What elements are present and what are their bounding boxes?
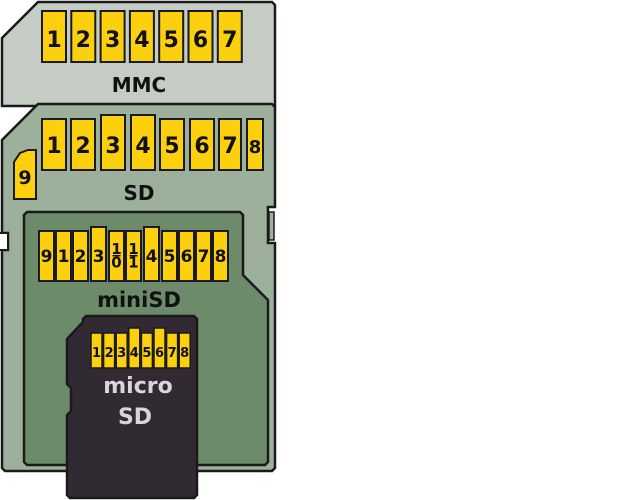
sd-pin-3: [100, 114, 126, 171]
mmc-pin-label: 4: [134, 28, 149, 53]
minisd-pin-label: 8: [215, 247, 227, 267]
sd-pin-2: [70, 118, 96, 171]
sd-pin-label: 8: [249, 137, 262, 158]
mmc-pin-4: [128, 10, 155, 63]
mmc-pin-3: [99, 10, 126, 63]
sd-side-notch: [0, 232, 9, 251]
mmc-pin-6: [187, 10, 214, 63]
sd-pin-label: 2: [75, 134, 90, 159]
minisd-pin-label: 3: [93, 247, 105, 267]
microsd-pin-3: [115, 332, 128, 369]
minisd-pin-label: 1: [58, 247, 70, 267]
sd-write-protect-notch: [268, 211, 275, 241]
sd-pin-7: [218, 118, 242, 171]
minisd-pin-7: [195, 230, 212, 282]
mmc-pin-label: 7: [222, 28, 237, 53]
microsd-pin-label: 2: [105, 346, 114, 361]
sd-pin-label: 4: [135, 134, 150, 159]
microsd-label-line1: micro: [103, 374, 172, 399]
minisd-pin-label: 1: [128, 253, 138, 271]
minisd-pin-label: 5: [164, 247, 176, 267]
microsd-pin-6: [153, 327, 166, 369]
minisd-pin-label: 0: [111, 253, 121, 271]
microsd-pin-7: [165, 332, 179, 369]
minisd-pin-2: [72, 230, 89, 282]
microsd-pin-8: [178, 332, 191, 369]
sd-pin-9: [13, 149, 37, 200]
mmc-pin-label: 2: [76, 28, 91, 53]
minisd-pin-5: [161, 230, 178, 282]
microsd-label-line2: SD: [118, 405, 152, 430]
sd-pin-4: [130, 114, 156, 171]
mmc-pin-2: [70, 10, 97, 63]
sd-pin-label: 6: [194, 134, 209, 159]
minisd-pin-1: [55, 230, 72, 282]
microsd-pin-label: 7: [168, 346, 177, 361]
microsd-pin-label: 6: [155, 346, 164, 361]
sd-pin-label: 1: [46, 134, 61, 159]
microsd-pin-label: 4: [130, 346, 139, 361]
mmc-pin-label: 5: [164, 28, 179, 53]
microsd-pin-label: 8: [180, 346, 189, 361]
minisd-pin-label: 9: [41, 247, 53, 267]
minisd-pin-label: 6: [181, 247, 193, 267]
minisd-pin-9: [38, 230, 55, 282]
mmc-pin-7: [216, 10, 243, 63]
sd-label: SD: [123, 181, 154, 205]
minisd-pin-label: 2: [75, 247, 87, 267]
microsd-pin-label: 5: [142, 346, 151, 361]
mmc-pin-1: [41, 10, 67, 63]
sd-pin-6: [189, 118, 215, 171]
microsd-pin-4: [128, 327, 141, 369]
sd-pin-5: [159, 118, 185, 171]
minisd-pin-4: [143, 226, 160, 282]
microsd-pin-1: [90, 332, 103, 369]
microsd-pin-label: 1: [92, 346, 101, 361]
mmc-pin-label: 3: [105, 28, 120, 53]
microsd-pin-2: [102, 332, 116, 369]
minisd-pin-label: 4: [146, 247, 158, 267]
mmc-label: MMC: [112, 73, 166, 97]
mmc-pin-label: 1: [46, 28, 61, 53]
mmc-pin-5: [158, 10, 185, 63]
sd-pin-1: [41, 118, 67, 171]
sd-pin-8: [246, 118, 264, 171]
minisd-label: miniSD: [97, 288, 181, 312]
microsd-pin-5: [140, 332, 154, 369]
mmc-pin-label: 6: [193, 28, 208, 53]
minisd-pin-label: 1: [111, 240, 121, 258]
sd-pin-label: 3: [105, 134, 120, 159]
minisd-pin-label: 1: [128, 240, 138, 258]
minisd-pin-3: [90, 226, 107, 282]
sd-pin-label: 7: [222, 134, 237, 159]
sd-pin-label: 5: [164, 134, 179, 159]
minisd-pin-label: 7: [198, 247, 210, 267]
minisd-pin-8: [212, 230, 229, 282]
minisd-pin-6: [178, 230, 195, 282]
microsd-pin-label: 3: [117, 346, 126, 361]
sd-pin-9-label: 9: [18, 167, 31, 189]
